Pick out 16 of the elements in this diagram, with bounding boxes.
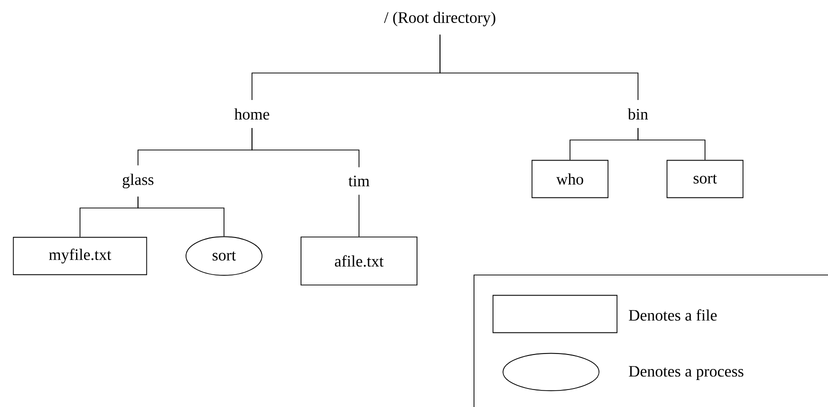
directory-label: tim <box>348 176 370 186</box>
file-box: afile.txt <box>300 236 418 286</box>
file-box: sort <box>666 160 744 198</box>
file-box: myfile.txt <box>12 236 148 276</box>
file-box: who <box>532 160 608 198</box>
directory-label: glass <box>122 174 154 188</box>
directory-label: / (Root directory) <box>384 12 496 26</box>
directory-label: home <box>234 108 270 120</box>
tree-line <box>358 194 360 237</box>
legend-text: Denotes a file <box>628 309 717 321</box>
directory-label: bin <box>628 108 648 120</box>
tree-line <box>138 196 224 237</box>
tree-line <box>440 34 638 100</box>
tree-line <box>252 128 360 168</box>
legend-text: Denotes a process <box>628 366 744 380</box>
tree-line <box>638 128 706 160</box>
